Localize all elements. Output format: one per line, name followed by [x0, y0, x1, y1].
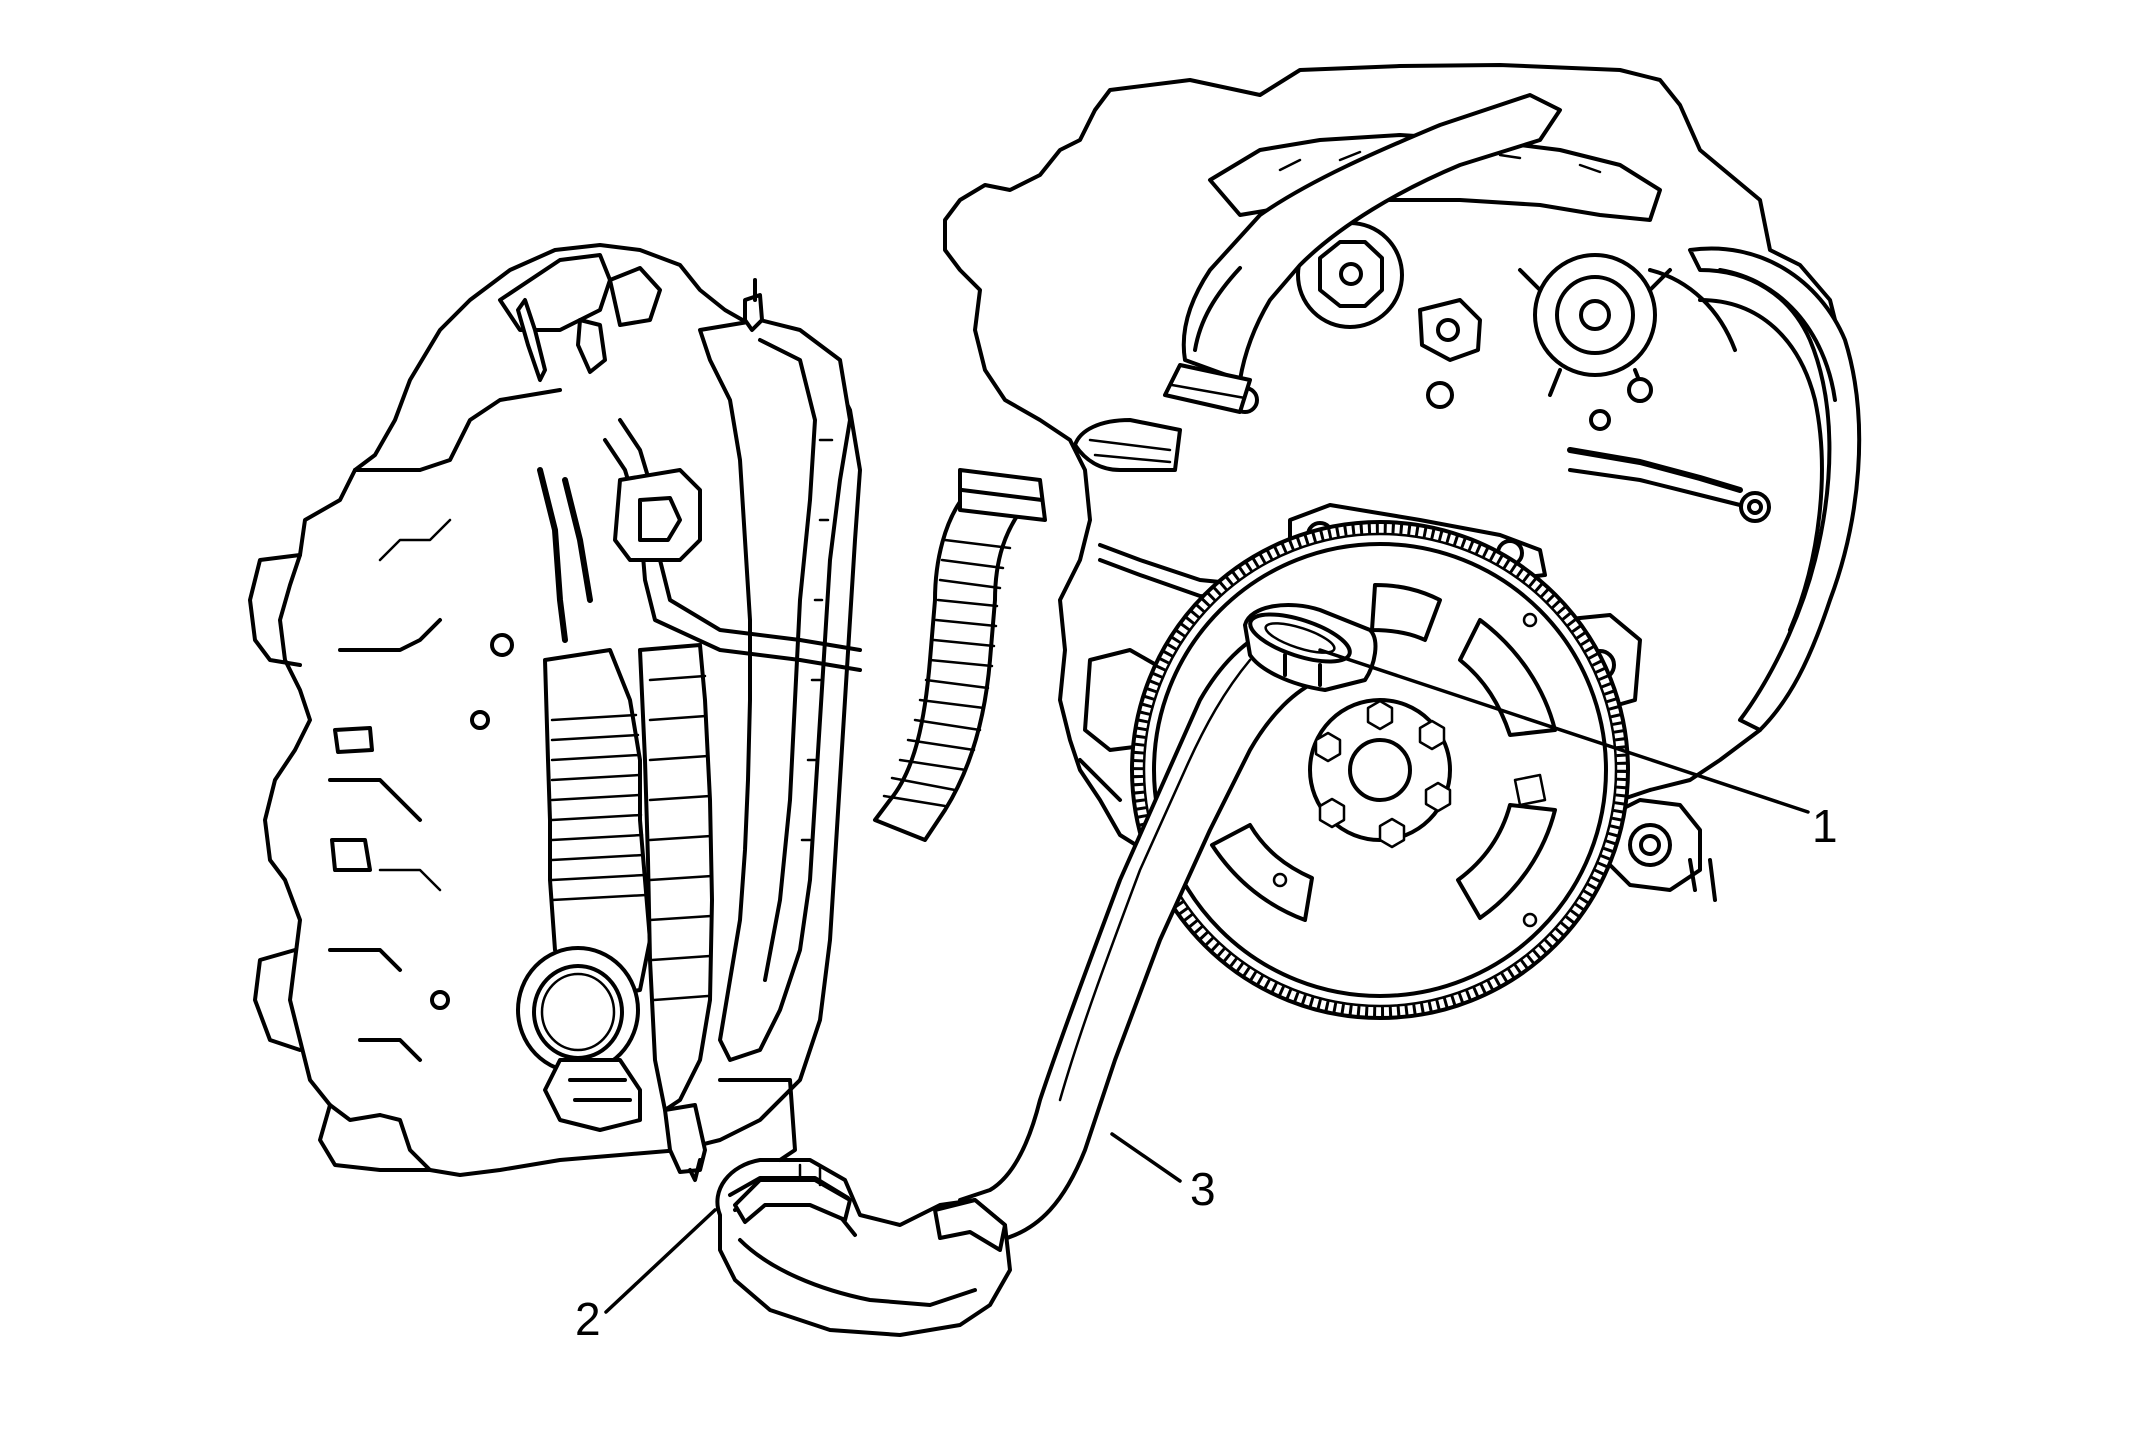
- callout-2-leader: [604, 1208, 717, 1314]
- corrugated-air-hose: [873, 468, 1047, 842]
- cooler-hose: [958, 603, 1378, 1247]
- callout-1-label: 1: [1812, 800, 1838, 852]
- callout-3-label: 3: [1190, 1163, 1216, 1215]
- callout-2-label: 2: [575, 1293, 601, 1345]
- callout-3-leader: [1110, 1132, 1182, 1183]
- callout-leaders: [604, 648, 1810, 1314]
- hose-coupler: [715, 1158, 1012, 1337]
- air-intake-duct: [1073, 93, 1562, 472]
- callout-1-leader: [1318, 648, 1810, 814]
- transmission-assembly: [248, 243, 862, 1182]
